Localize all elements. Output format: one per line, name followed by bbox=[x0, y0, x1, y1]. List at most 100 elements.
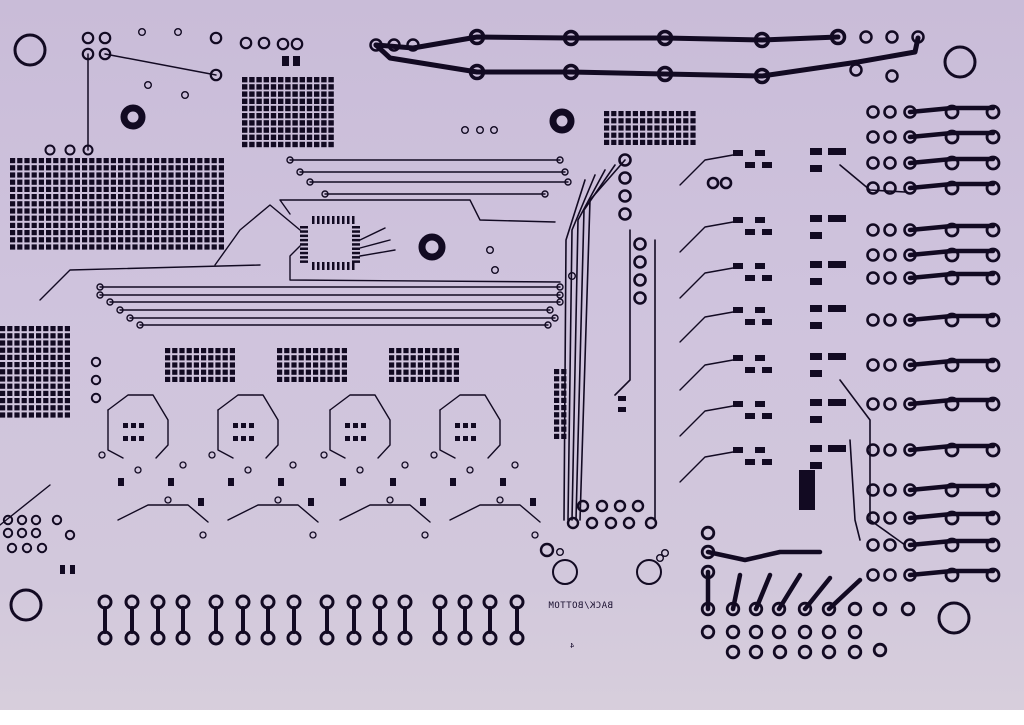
ground-grid-pad bbox=[321, 141, 327, 148]
ground-grid-pad bbox=[439, 369, 445, 375]
ground-grid-pad bbox=[17, 237, 23, 243]
pad bbox=[21, 542, 33, 554]
via bbox=[164, 496, 172, 504]
ground-grid-pad bbox=[396, 376, 402, 382]
ground-grid-pad bbox=[38, 158, 44, 164]
ground-grid-pad bbox=[7, 376, 13, 382]
ground-grid-pad bbox=[211, 201, 217, 207]
ground-grid-pad bbox=[321, 84, 327, 90]
signal-trace bbox=[39, 264, 261, 301]
via bbox=[531, 531, 539, 539]
ground-grid-pad bbox=[125, 165, 131, 171]
ground-grid-pad bbox=[14, 354, 20, 360]
pad bbox=[866, 511, 880, 525]
ground-grid-pad bbox=[89, 230, 95, 236]
ground-grid-pad bbox=[161, 230, 167, 236]
ground-grid-pad bbox=[154, 158, 160, 164]
ground-grid-pad bbox=[278, 127, 284, 133]
connector-pin bbox=[319, 594, 335, 610]
ground-grid-pad bbox=[554, 426, 560, 432]
ground-grid-pad bbox=[690, 132, 696, 138]
ic-pin bbox=[300, 234, 308, 238]
ground-grid-pad bbox=[43, 347, 49, 353]
ground-grid-pad bbox=[403, 362, 409, 368]
ground-grid-pad bbox=[204, 172, 210, 178]
ground-grid-pad bbox=[64, 362, 70, 368]
ground-grid-pad bbox=[0, 376, 6, 382]
ground-grid-pad bbox=[683, 125, 689, 131]
ground-grid-pad bbox=[305, 355, 311, 361]
ground-grid-pad bbox=[190, 215, 196, 221]
ground-grid-pad bbox=[604, 125, 610, 131]
ground-grid-pad bbox=[298, 348, 304, 354]
ground-grid-pad bbox=[21, 340, 27, 346]
ground-grid-pad bbox=[218, 215, 224, 221]
pad bbox=[64, 144, 76, 156]
ground-grid-pad bbox=[179, 376, 185, 382]
ground-grid-pad bbox=[676, 125, 682, 131]
ground-grid-pad bbox=[10, 230, 16, 236]
ground-grid-pad bbox=[10, 215, 16, 221]
ground-grid-pad bbox=[38, 222, 44, 228]
smd-pad bbox=[241, 423, 246, 428]
ground-grid-pad bbox=[50, 398, 56, 404]
ground-grid-pad bbox=[110, 222, 116, 228]
ground-grid-pad bbox=[96, 179, 102, 185]
ground-grid-pad bbox=[263, 134, 269, 140]
ground-grid-pad bbox=[190, 208, 196, 214]
pad bbox=[866, 443, 880, 457]
ground-grid-pad bbox=[256, 105, 262, 112]
ground-grid-pad bbox=[175, 215, 181, 221]
pad bbox=[985, 510, 1001, 526]
ground-grid-pad bbox=[74, 215, 80, 221]
ground-grid-pad bbox=[285, 127, 291, 133]
ground-grid-pad bbox=[31, 194, 37, 200]
ground-grid-pad bbox=[284, 348, 290, 354]
ground-grid-pad bbox=[110, 165, 116, 171]
ground-grid-pad bbox=[256, 141, 262, 148]
ground-grid-pad bbox=[321, 105, 327, 112]
ground-grid-pad bbox=[215, 362, 221, 368]
ground-grid-pad bbox=[24, 201, 30, 207]
ground-grid-pad bbox=[17, 222, 23, 228]
via bbox=[491, 266, 500, 275]
ground-grid-pad bbox=[306, 91, 313, 97]
output-trace bbox=[907, 483, 996, 493]
ground-grid-pad bbox=[285, 84, 291, 90]
ground-grid-pad bbox=[242, 105, 248, 112]
ground-grid-pad bbox=[249, 127, 255, 133]
output-trace bbox=[907, 443, 996, 453]
smd-pad bbox=[755, 447, 765, 453]
connector-pin bbox=[175, 594, 191, 610]
ground-grid-pad bbox=[204, 244, 210, 250]
ground-grid-pad bbox=[139, 230, 145, 236]
ground-grid-pad bbox=[0, 340, 6, 346]
ground-grid-pad bbox=[103, 215, 109, 221]
signal-trace bbox=[679, 154, 734, 186]
pad bbox=[725, 601, 741, 617]
ground-grid-pad bbox=[146, 179, 152, 185]
via bbox=[496, 496, 504, 504]
ground-grid-pad bbox=[139, 244, 145, 250]
pad bbox=[883, 156, 897, 170]
ground-grid-pad bbox=[38, 194, 44, 200]
ground-grid-pad bbox=[89, 222, 95, 228]
ground-grid-pad bbox=[28, 390, 34, 396]
via-hole bbox=[120, 104, 146, 130]
ground-grid-pad bbox=[425, 348, 431, 354]
ground-grid-pad bbox=[554, 369, 560, 375]
smd-pad bbox=[745, 229, 755, 235]
ground-grid-pad bbox=[31, 186, 37, 192]
connector-pin bbox=[346, 630, 362, 646]
ground-grid-pad bbox=[67, 158, 73, 164]
ground-grid-pad bbox=[168, 172, 174, 178]
ground-grid-pad bbox=[125, 208, 131, 214]
pad bbox=[883, 483, 897, 497]
signal-trace bbox=[679, 311, 734, 343]
smd-pad bbox=[828, 261, 846, 268]
signal-trace bbox=[449, 504, 541, 523]
ground-grid-pad bbox=[43, 326, 49, 332]
smd-pad bbox=[810, 445, 822, 452]
smd-pad bbox=[249, 423, 254, 428]
via bbox=[106, 298, 114, 306]
